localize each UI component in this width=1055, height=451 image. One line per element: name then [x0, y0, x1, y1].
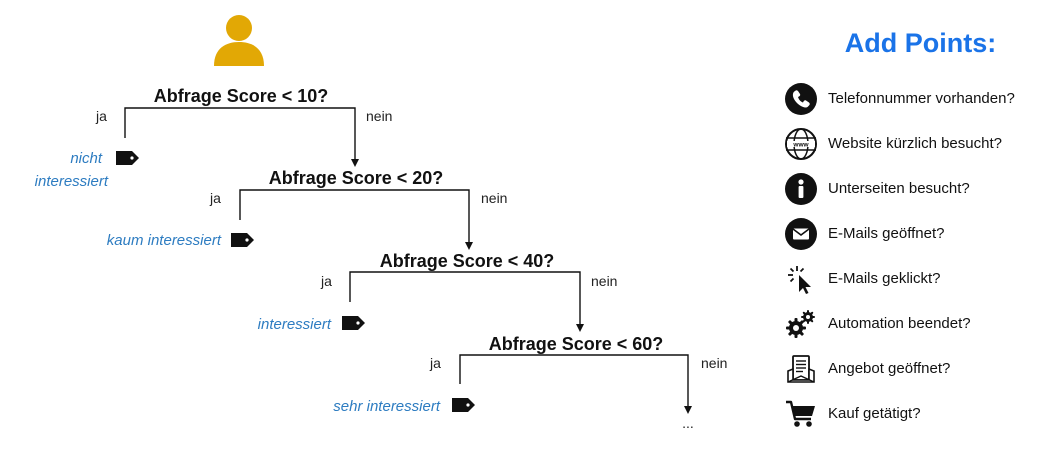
- decision-tree: Abfrage Score < 10? ja nein nicht intere…: [35, 15, 727, 431]
- add-points-label: Unterseiten besucht?: [828, 180, 970, 197]
- branch-line-3: [349, 271, 584, 332]
- panel-title: Add Points:: [844, 28, 997, 58]
- add-points-item-subpages: Unterseiten besucht?: [784, 166, 1049, 211]
- yes-label-4: ja: [429, 355, 441, 371]
- outcome-1-line-2: interessiert: [35, 173, 109, 190]
- add-points-label: Angebot geöffnet?: [828, 360, 951, 377]
- question-2: Abfrage Score < 20?: [269, 168, 444, 188]
- phone-icon: [784, 82, 818, 116]
- add-points-item-offer: Angebot geöffnet?: [784, 346, 1049, 391]
- add-points-label: Telefonnummer vorhanden?: [828, 90, 1015, 107]
- no-label-3: nein: [591, 273, 617, 289]
- outcome-1-line-1: nicht: [70, 150, 103, 167]
- yes-label-2: ja: [209, 190, 221, 206]
- branch-line-2: [239, 189, 473, 250]
- svg-text:www: www: [792, 141, 809, 148]
- outcome-2: kaum interessiert: [107, 232, 222, 249]
- add-points-label: E-Mails geklickt?: [828, 270, 941, 287]
- add-points-item-phone: Telefonnummer vorhanden?: [784, 76, 1049, 121]
- question-3: Abfrage Score < 40?: [380, 251, 555, 271]
- tag-icon: [452, 398, 475, 412]
- tag-icon: [231, 233, 254, 247]
- outcome-4: sehr interessiert: [333, 398, 441, 415]
- no-label-4: nein: [701, 355, 727, 371]
- add-points-item-website: www Website kürzlich besucht?: [784, 121, 1049, 166]
- question-1: Abfrage Score < 10?: [154, 86, 329, 106]
- person-icon: [214, 15, 264, 66]
- add-points-label: E-Mails geöffnet?: [828, 225, 945, 242]
- outcome-3: interessiert: [258, 316, 332, 333]
- no-label-1: nein: [366, 108, 392, 124]
- continuation-ellipsis: ...: [682, 415, 694, 431]
- yes-label-3: ja: [320, 273, 332, 289]
- add-points-label: Automation beendet?: [828, 315, 971, 332]
- branch-line-1: [124, 107, 359, 167]
- document-icon: [784, 352, 818, 386]
- tag-icon: [342, 316, 365, 330]
- globe-icon: www: [784, 127, 818, 161]
- yes-label-1: ja: [95, 108, 107, 124]
- add-points-item-mail-clicked: E-Mails geklickt?: [784, 256, 1049, 301]
- add-points-item-purchase: Kauf getätigt?: [784, 391, 1049, 436]
- add-points-label: Kauf getätigt?: [828, 405, 921, 422]
- add-points-label: Website kürzlich besucht?: [828, 135, 1002, 152]
- info-icon: [784, 172, 818, 206]
- cursor-click-icon: [784, 262, 818, 296]
- branch-line-4: [459, 354, 692, 414]
- gears-icon: [784, 307, 818, 341]
- tag-icon: [116, 151, 139, 165]
- shopping-cart-icon: [784, 397, 818, 431]
- mail-icon: [784, 217, 818, 251]
- no-label-2: nein: [481, 190, 507, 206]
- add-points-item-mail-opened: E-Mails geöffnet?: [784, 211, 1049, 256]
- add-points-item-automation: Automation beendet?: [784, 301, 1049, 346]
- question-4: Abfrage Score < 60?: [489, 334, 664, 354]
- add-points-panel: Add Points: Telefonnummer vorhanden? www…: [784, 28, 1049, 436]
